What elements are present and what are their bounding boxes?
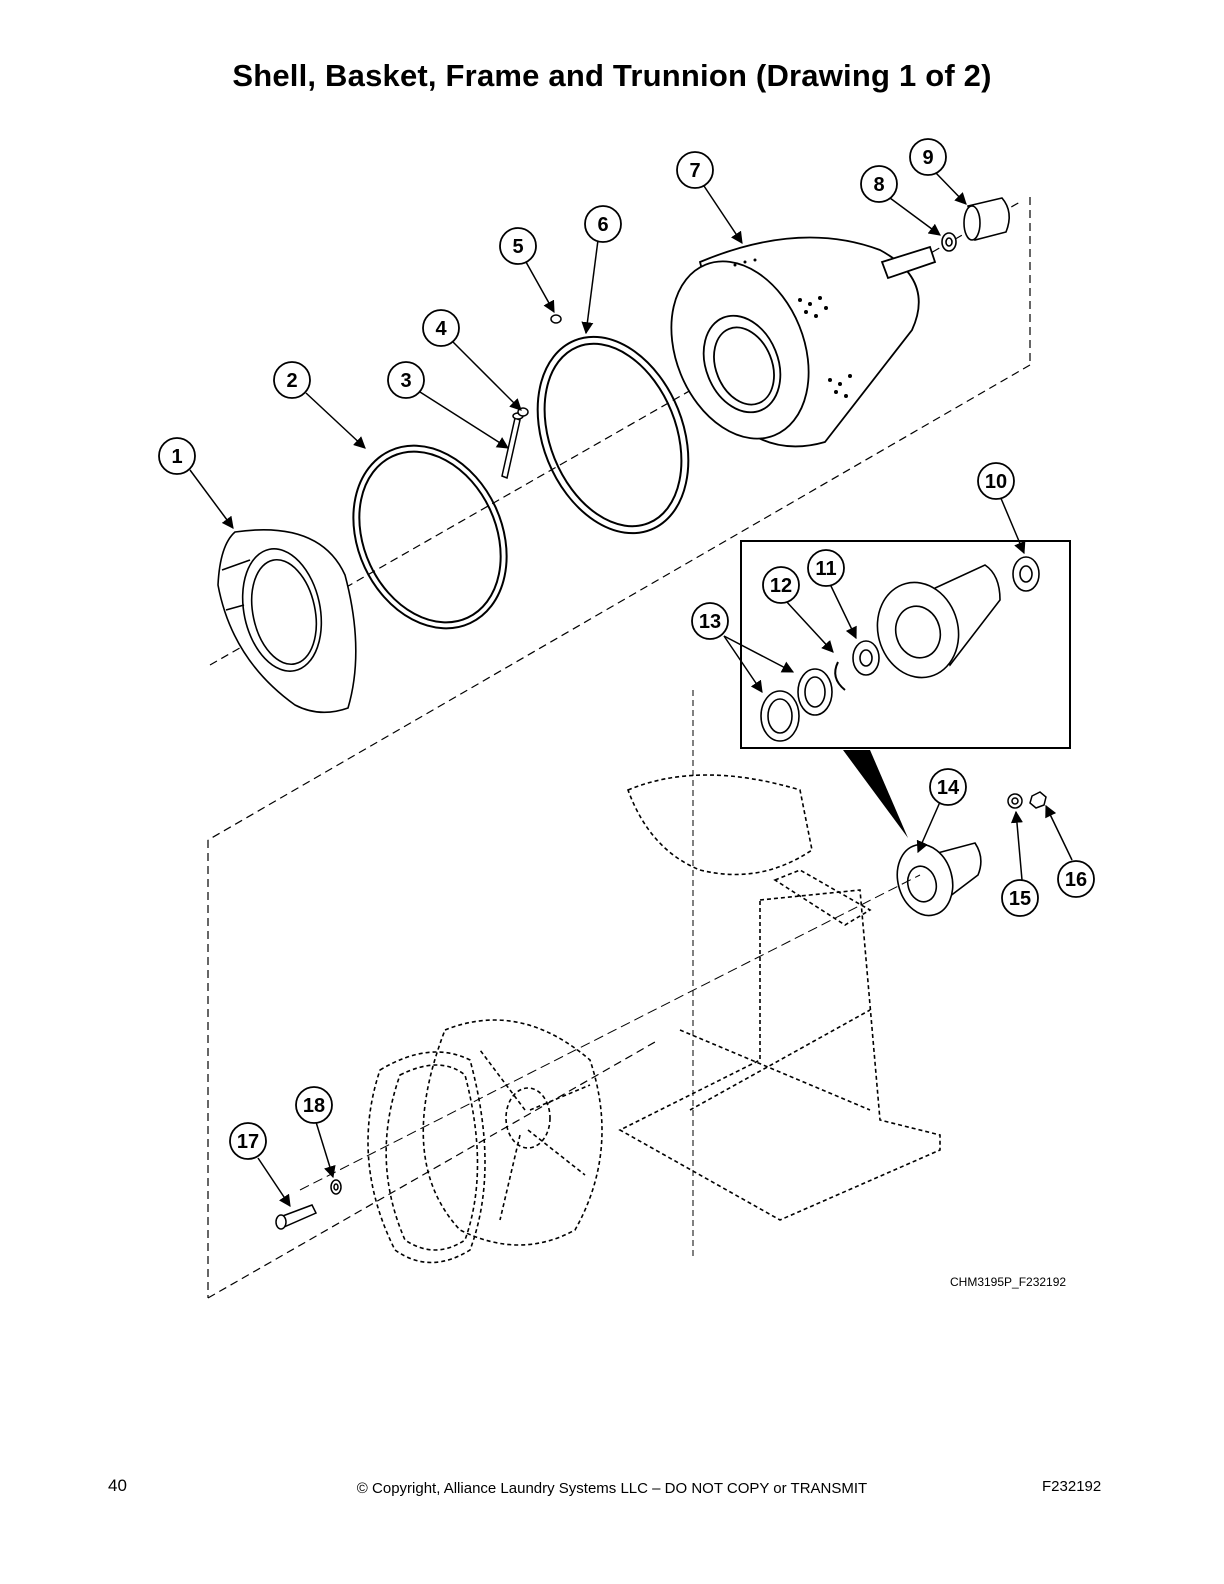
callout-number: 6 [597, 214, 608, 236]
callout-number: 2 [286, 370, 297, 392]
callout-5: 5 [499, 227, 537, 265]
part-clamp-ring [352, 444, 508, 630]
copyright-notice: © Copyright, Alliance Laundry Systems LL… [356, 1480, 868, 1497]
callout-8: 8 [860, 165, 898, 203]
callout-circle [1001, 879, 1039, 917]
part-end-cover [217, 529, 357, 714]
callout-12: 12 [762, 566, 800, 604]
callout-number: 8 [873, 174, 884, 196]
callout-number: 5 [512, 236, 523, 258]
callout-6: 6 [584, 205, 622, 243]
callout-number: 18 [303, 1095, 325, 1117]
callout-16: 16 [1057, 860, 1095, 898]
callout-circle [273, 361, 311, 399]
callout-3: 3 [387, 361, 425, 399]
callout-circle [387, 361, 425, 399]
callout-leaders [189, 171, 1073, 1207]
callout-number: 3 [400, 370, 411, 392]
callout-number: 16 [1065, 869, 1087, 891]
callout-number: 1 [171, 446, 182, 468]
part-washer-and-nut [1007, 791, 1047, 809]
callout-circle [499, 227, 537, 265]
callout-17: 17 [229, 1122, 267, 1160]
document-code: F232192 [1042, 1478, 1102, 1495]
callout-14: 14 [929, 768, 967, 806]
callout-9: 9 [909, 138, 947, 176]
phantom-frame [367, 774, 941, 1264]
callout-number: 15 [1009, 888, 1031, 910]
callout-circle [977, 462, 1015, 500]
callout-circle [676, 151, 714, 189]
callout-number: 9 [922, 147, 933, 169]
callout-11: 11 [807, 549, 845, 587]
part-small-nuts [517, 314, 562, 417]
drawing-code: CHM3195P_F232192 [950, 1275, 1067, 1289]
page-title: Shell, Basket, Frame and Trunnion (Drawi… [232, 58, 992, 93]
page-number: 40 [108, 1476, 127, 1495]
callout-circle [909, 138, 947, 176]
callout-7: 7 [676, 151, 714, 189]
callout-number: 4 [435, 318, 447, 340]
callout-number: 14 [937, 777, 960, 799]
part-bolt-and-washer [275, 1179, 342, 1230]
callout-1: 1 [158, 437, 196, 475]
part-washer-and-bushing [941, 197, 1010, 252]
callout-circle [229, 1122, 267, 1160]
callout-number: 17 [237, 1131, 259, 1153]
callout-circle [762, 566, 800, 604]
part-basket-drum [670, 236, 937, 448]
callout-circle [1057, 860, 1095, 898]
callout-18: 18 [295, 1086, 333, 1124]
assembly-boundary [207, 197, 1031, 1299]
callout-number: 7 [689, 160, 700, 182]
callout-4: 4 [422, 309, 460, 347]
callout-13: 13 [691, 602, 729, 640]
callout-circle [422, 309, 460, 347]
callout-number: 12 [770, 575, 792, 597]
assembly-centerline [299, 874, 921, 1191]
part-gasket-ring [536, 335, 690, 535]
callout-circle [158, 437, 196, 475]
callout-circle [691, 602, 729, 640]
callout-circle [295, 1086, 333, 1124]
callout-number: 13 [699, 611, 721, 633]
callout-10: 10 [977, 462, 1015, 500]
callout-number: 11 [815, 558, 836, 580]
callout-circle [929, 768, 967, 806]
callout-circle [584, 205, 622, 243]
callout-circle [807, 549, 845, 587]
callout-2: 2 [273, 361, 311, 399]
callout-15: 15 [1001, 879, 1039, 917]
callout-number: 10 [985, 471, 1007, 493]
drum-perforations [733, 258, 852, 398]
callout-circle [860, 165, 898, 203]
part-trunnion-housing [896, 842, 982, 917]
